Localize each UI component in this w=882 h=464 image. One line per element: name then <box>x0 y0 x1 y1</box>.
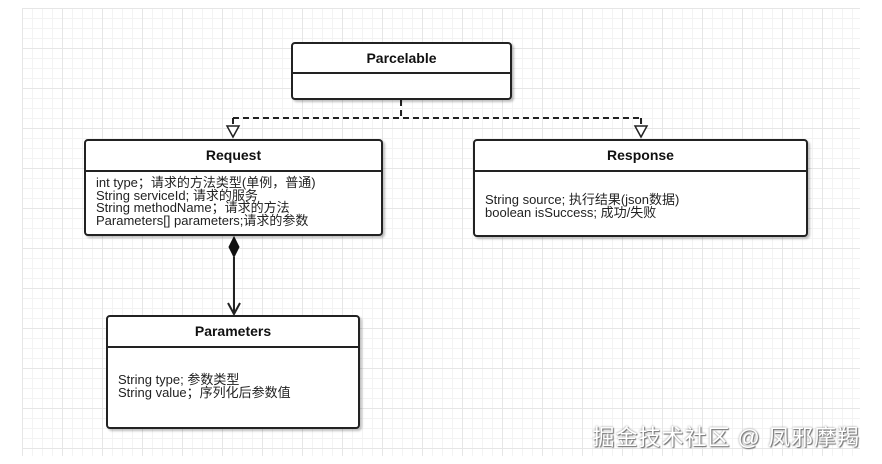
class-name: Parcelable <box>293 44 510 74</box>
composition-connector <box>227 235 241 317</box>
class-parcelable[interactable]: Parcelable <box>291 42 512 100</box>
composition-arrowhead <box>227 302 241 317</box>
class-name: Response <box>475 141 806 172</box>
realization-connector <box>232 100 642 126</box>
attribute-row: String type; 参数类型 <box>118 372 240 387</box>
watermark: 掘金技术社区 @ 凤邪摩羯 <box>592 425 860 450</box>
attribute-row: String source; 执行结果(json数据) <box>485 192 680 207</box>
attribute-row: int type；请求的方法类型(单例，普通) <box>96 175 316 190</box>
realization-arrowhead-response <box>633 125 649 139</box>
class-attributes: int type；请求的方法类型(单例，普通) String serviceId… <box>86 172 381 227</box>
class-request[interactable]: Request int type；请求的方法类型(单例，普通) String s… <box>84 139 383 236</box>
class-name: Request <box>86 141 381 172</box>
class-attributes: String type; 参数类型 String value；序列化后参数值 <box>108 348 358 399</box>
class-response[interactable]: Response String source; 执行结果(json数据) boo… <box>473 139 808 237</box>
composition-diamond <box>228 235 240 259</box>
attribute-row: String methodName；请求的方法 <box>96 200 290 215</box>
attribute-row: String value；序列化后参数值 <box>118 384 291 400</box>
attribute-row: String serviceId; 请求的服务 <box>96 187 258 203</box>
class-name: Parameters <box>108 317 358 348</box>
attribute-row: Parameters[] parameters;请求的参数 <box>96 212 309 228</box>
realization-arrowhead-request <box>225 125 241 139</box>
class-parameters[interactable]: Parameters String type; 参数类型 String valu… <box>106 315 360 429</box>
class-attributes: String source; 执行结果(json数据) boolean isSu… <box>475 172 806 219</box>
attribute-row: boolean isSuccess; 成功/失败 <box>485 204 657 220</box>
